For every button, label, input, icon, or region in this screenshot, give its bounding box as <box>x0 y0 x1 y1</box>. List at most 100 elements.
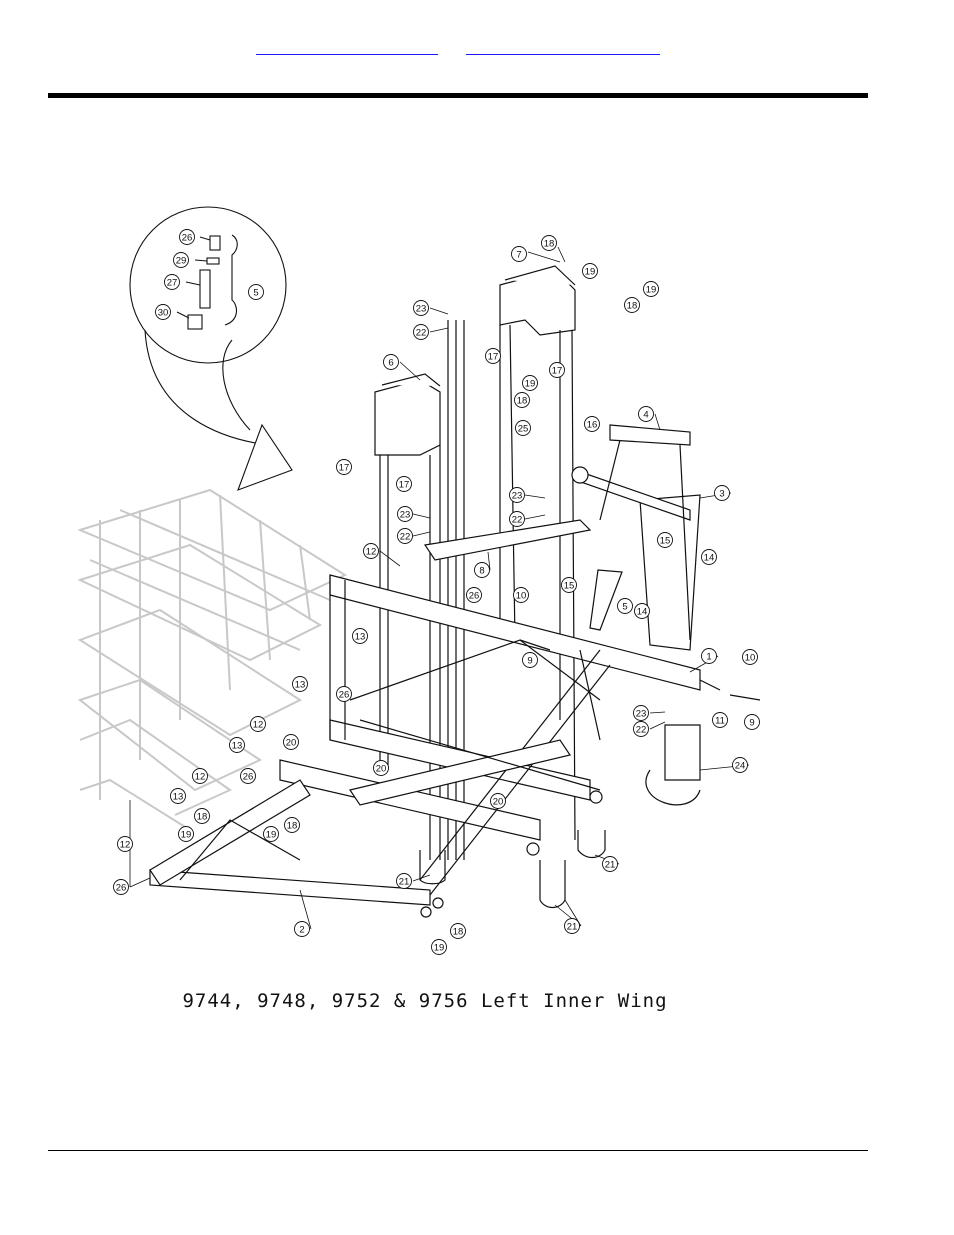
part-callout: 23 <box>633 705 649 721</box>
part-callout: 17 <box>396 476 412 492</box>
callout-number: 26 <box>243 772 254 783</box>
callout-circle <box>541 235 557 251</box>
callout-circle <box>229 737 245 753</box>
part-callout: 9 <box>744 714 760 730</box>
callout-circle <box>584 416 600 432</box>
part-callout: 16 <box>584 416 600 432</box>
part-callout: 21 <box>602 856 618 872</box>
callout-circle <box>515 420 531 436</box>
callout-circle <box>742 649 758 665</box>
part-callout: 23 <box>397 506 413 522</box>
part-callout: 13 <box>292 676 308 692</box>
part-callout: 10 <box>742 649 758 665</box>
wing-frame <box>149 265 761 918</box>
callout-number: 11 <box>715 716 725 727</box>
part-callout: 26 <box>113 879 129 895</box>
callout-circle <box>714 485 730 501</box>
callout-number: 20 <box>493 797 504 808</box>
part-callout: 26 <box>466 587 482 603</box>
callout-circle <box>633 721 649 737</box>
callout-number: 13 <box>232 741 243 752</box>
part-callout: 23 <box>413 300 429 316</box>
callout-number: 17 <box>399 480 410 491</box>
callout-circle <box>413 300 429 316</box>
part-callout: 18 <box>514 392 530 408</box>
part-callout: 10 <box>513 587 529 603</box>
callout-circle <box>744 714 760 730</box>
callout-circle <box>173 252 189 268</box>
callout-number: 26 <box>339 690 350 701</box>
callout-number: 22 <box>636 725 647 736</box>
part-callout: 19 <box>263 826 279 842</box>
part-callout: 20 <box>283 734 299 750</box>
part-callout: 18 <box>284 817 300 833</box>
callout-circle <box>284 817 300 833</box>
callout-number: 23 <box>400 510 411 521</box>
callout-circle <box>624 297 640 313</box>
callout-number: 24 <box>735 761 746 772</box>
callout-circle <box>431 939 447 955</box>
callout-number: 19 <box>434 943 445 954</box>
callout-circle <box>701 549 717 565</box>
callout-circle <box>634 603 650 619</box>
callout-number: 29 <box>176 256 187 267</box>
callout-number: 22 <box>512 515 523 526</box>
part-callout: 2 <box>294 921 310 937</box>
header-links <box>0 40 954 58</box>
callout-circle <box>336 686 352 702</box>
callout-number: 26 <box>469 591 480 602</box>
part-callout: 12 <box>192 768 208 784</box>
part-callout: 18 <box>450 923 466 939</box>
callout-number: 18 <box>197 812 208 823</box>
callout-circle <box>522 652 538 668</box>
part-callout: 13 <box>170 788 186 804</box>
callout-number: 18 <box>453 927 464 938</box>
part-callout: 17 <box>336 459 352 475</box>
callout-number: 7 <box>516 250 521 261</box>
callout-number: 12 <box>195 772 206 783</box>
callout-circle <box>602 856 618 872</box>
part-callout: 5 <box>248 284 264 300</box>
callout-circle <box>513 587 529 603</box>
header-link-1[interactable] <box>256 40 438 55</box>
callout-circle <box>250 716 266 732</box>
callout-circle <box>633 705 649 721</box>
callout-number: 17 <box>552 366 563 377</box>
part-callout: 3 <box>714 485 730 501</box>
header-link-2[interactable] <box>466 40 660 55</box>
callout-number: 27 <box>167 278 178 289</box>
callout-number: 23 <box>636 709 647 720</box>
callout-number: 12 <box>253 720 264 731</box>
callout-circle <box>194 808 210 824</box>
callout-circle <box>549 362 565 378</box>
callout-number: 22 <box>400 532 411 543</box>
callout-circle <box>522 375 538 391</box>
callout-number: 19 <box>181 830 192 841</box>
callout-number: 13 <box>295 680 306 691</box>
part-callout: 8 <box>474 562 490 578</box>
callout-circle <box>657 532 673 548</box>
ghost-adjacent-wing <box>77 488 348 831</box>
callout-number: 21 <box>605 860 616 871</box>
callout-circle <box>732 757 748 773</box>
callout-circle <box>450 923 466 939</box>
part-callout: 14 <box>701 549 717 565</box>
callout-number: 19 <box>646 285 657 296</box>
detail-inset <box>129 206 293 491</box>
callout-circle <box>712 712 728 728</box>
callout-number: 3 <box>719 489 724 500</box>
callout-number: 16 <box>587 420 598 431</box>
part-callouts: 2629273057181919182322171761918416251717… <box>113 229 760 955</box>
callout-number: 15 <box>564 581 575 592</box>
callout-number: 26 <box>116 883 127 894</box>
part-callout: 19 <box>643 281 659 297</box>
callout-circle <box>474 562 490 578</box>
callout-circle <box>179 229 195 245</box>
callout-circle <box>511 246 527 262</box>
part-callout: 20 <box>373 760 389 776</box>
callout-number: 5 <box>622 602 627 613</box>
callout-number: 22 <box>416 328 427 339</box>
part-callout: 26 <box>336 686 352 702</box>
callout-number: 8 <box>479 566 484 577</box>
